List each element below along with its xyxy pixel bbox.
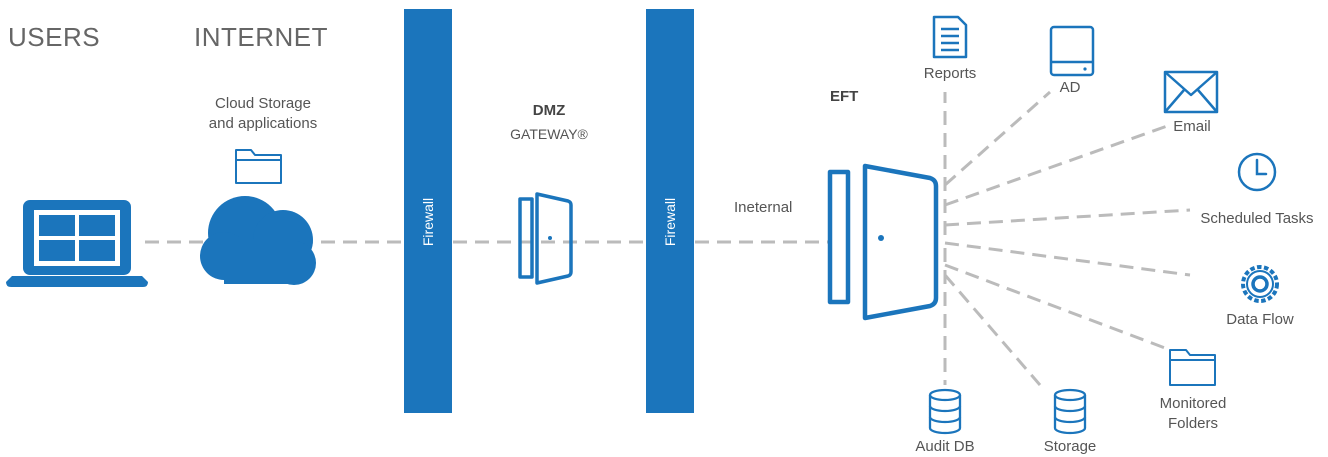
database-icon	[1053, 388, 1087, 435]
drive-icon	[1049, 25, 1095, 77]
envelope-icon	[1163, 70, 1219, 114]
document-icon	[932, 15, 968, 59]
internal-label: Ineternal	[734, 199, 793, 216]
clock-icon	[1237, 152, 1277, 192]
firewall-right-label: Firewall	[662, 197, 678, 247]
connector-to-storage	[943, 274, 1042, 386]
users-header: USERS	[8, 22, 101, 52]
firewall-left	[404, 9, 452, 413]
scheduled-tasks-label: Scheduled Tasks	[1200, 210, 1314, 227]
cloud-label-line1: Cloud Storage	[215, 95, 311, 112]
firewall-right	[646, 9, 694, 413]
connector-to-data-flow	[944, 241, 1191, 277]
folder-icon	[1169, 349, 1216, 386]
dmz-title: DMZ	[532, 102, 566, 119]
firewall-left-label: Firewall	[420, 197, 436, 247]
email-label: Email	[1173, 118, 1211, 135]
monitored-folders-label: Monitored Folders	[1143, 394, 1243, 434]
data-flow-label: Data Flow	[1226, 311, 1294, 328]
door-icon	[518, 192, 573, 285]
connector-to-ad	[944, 90, 1051, 187]
reports-label: Reports	[923, 65, 977, 82]
database-icon	[928, 388, 962, 435]
cloud-label-line2: and applications	[208, 115, 318, 132]
cloud-icon	[200, 196, 316, 285]
internet-header: INTERNET	[194, 22, 328, 52]
storage-label: Storage	[1043, 438, 1097, 455]
eft-title: EFT	[830, 88, 859, 105]
connector-to-email	[944, 123, 1171, 207]
monitored-folders-line1: Monitored	[1159, 395, 1227, 412]
monitored-folders-line2: Folders	[1167, 415, 1219, 432]
gear-icon	[1241, 265, 1279, 303]
laptop-icon	[6, 200, 148, 287]
ad-label: AD	[1059, 79, 1081, 96]
audit-db-label: Audit DB	[915, 438, 975, 455]
cloud-label: Cloud Storage and applications	[198, 94, 328, 134]
folder-icon	[235, 149, 282, 184]
dmz-subtitle: GATEWAY®	[510, 126, 588, 142]
door-icon	[827, 163, 939, 321]
connector-to-monitored-folders	[944, 263, 1166, 350]
connector-to-scheduled-tasks	[944, 208, 1191, 227]
